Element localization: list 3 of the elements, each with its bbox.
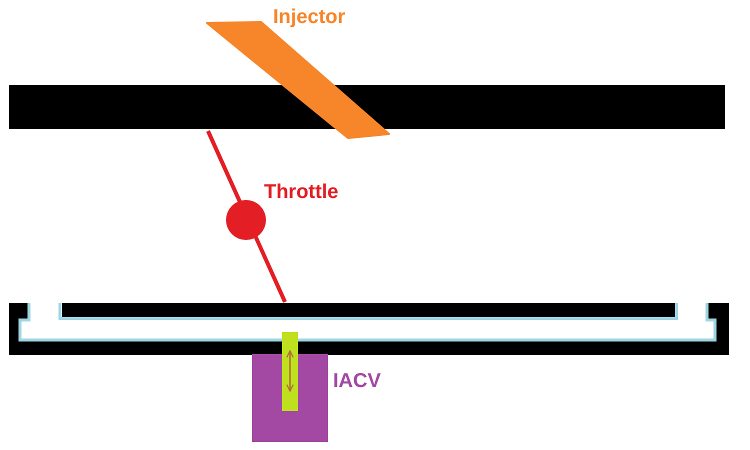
part-label: Throttle — [264, 181, 338, 203]
part-label: IACV — [333, 370, 381, 392]
part-label: Injector — [273, 6, 346, 28]
